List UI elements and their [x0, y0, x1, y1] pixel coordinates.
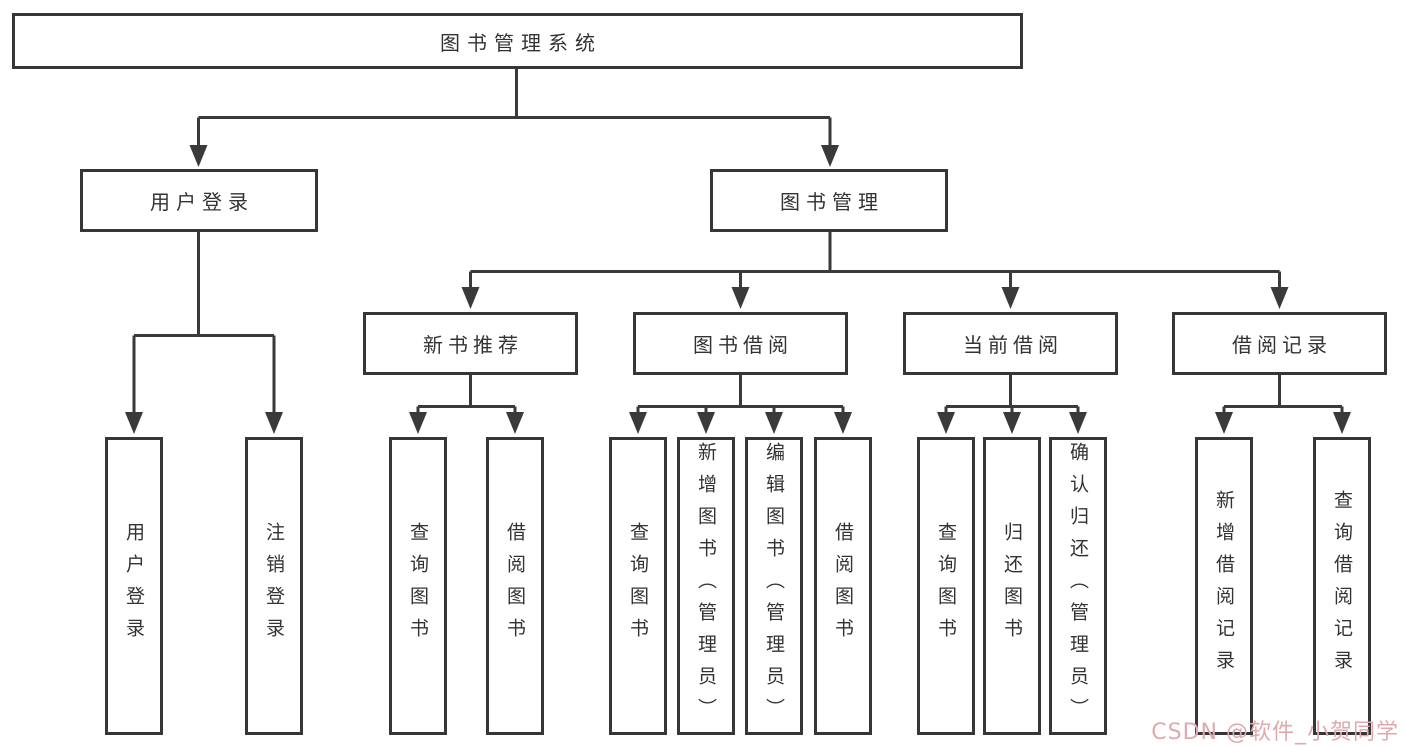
connector-borrow-to-leaves: [636, 375, 845, 418]
leaf-newbooks-borrow: 借阅图书: [486, 437, 544, 735]
leaf-records-add: 新增借阅记录: [1195, 437, 1253, 735]
leaf-label: 借阅图书: [832, 522, 854, 650]
node-borrow-records: 借阅记录: [1172, 312, 1387, 375]
leaf-label: 归还图书: [1001, 522, 1023, 650]
connector-login-to-leaves: [132, 232, 276, 418]
node-book-mgmt: 图书管理: [710, 169, 948, 232]
leaf-borrow-add-admin: 新增图书（管理员）: [677, 437, 735, 735]
leaf-label: 编辑图书（管理员）: [763, 442, 785, 730]
watermark: CSDN @软件_小贺同学: [1151, 714, 1399, 746]
leaf-newbooks-query: 查询图书: [389, 437, 447, 735]
connector-root-to-level2: [197, 69, 832, 152]
leaf-current-return: 归还图书: [983, 437, 1041, 735]
leaf-label: 查询图书: [627, 522, 649, 650]
leaf-label: 查询图书: [935, 522, 957, 650]
node-user-login: 用户登录: [80, 169, 318, 232]
leaf-label: 用户登录: [123, 522, 145, 650]
leaf-borrow-book: 借阅图书: [814, 437, 872, 735]
connector-records-to-leaves: [1222, 375, 1344, 418]
leaf-label: 确认归还（管理员）: [1067, 442, 1089, 730]
leaf-borrow-edit-admin: 编辑图书（管理员）: [745, 437, 803, 735]
leaf-logout: 注销登录: [245, 437, 303, 735]
node-label: 当前借阅: [963, 333, 1063, 357]
leaf-label: 查询图书: [407, 522, 429, 650]
leaf-label: 新增图书（管理员）: [695, 442, 717, 730]
leaf-label: 新增借阅记录: [1213, 490, 1235, 682]
connector-mgmt-to-level3: [469, 232, 1281, 294]
node-label: 图书借阅: [693, 333, 793, 357]
watermark-text: CSDN @软件_小贺同学: [1151, 720, 1399, 745]
node-label: 新书推荐: [423, 333, 523, 357]
node-current-borrow: 当前借阅: [903, 312, 1118, 375]
leaf-current-query: 查询图书: [917, 437, 975, 735]
node-label: 图书管理系统: [440, 30, 602, 55]
node-new-books: 新书推荐: [363, 312, 578, 375]
node-label: 用户登录: [150, 190, 254, 214]
leaf-label: 查询借阅记录: [1331, 490, 1353, 682]
node-label: 借阅记录: [1232, 333, 1332, 357]
leaf-current-confirm-admin: 确认归还（管理员）: [1049, 437, 1107, 735]
leaf-label: 注销登录: [263, 522, 285, 650]
node-book-borrow: 图书借阅: [633, 312, 848, 375]
connector-current-to-leaves: [944, 375, 1080, 418]
leaf-user-login: 用户登录: [105, 437, 163, 735]
leaf-borrow-query: 查询图书: [609, 437, 667, 735]
connector-newbooks-to-leaves: [416, 375, 517, 418]
leaf-records-query: 查询借阅记录: [1313, 437, 1371, 735]
leaf-label: 借阅图书: [504, 522, 526, 650]
node-label: 图书管理: [780, 190, 884, 214]
node-root-system: 图书管理系统: [12, 13, 1023, 69]
